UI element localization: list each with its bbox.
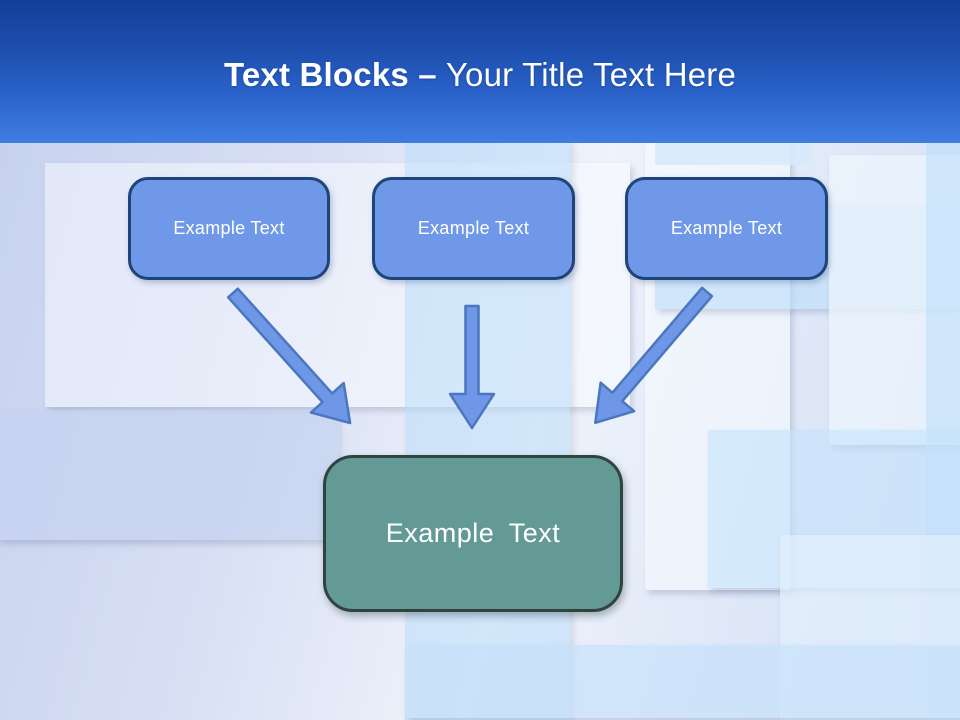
title-topic: Text Blocks – — [223, 55, 437, 93]
title-subtitle: Your Title Text Here — [445, 55, 737, 93]
text-block-3[interactable]: Example Text — [625, 177, 828, 280]
text-block-1[interactable]: Example Text — [128, 177, 330, 280]
text-block-target[interactable]: Example Text — [323, 455, 623, 612]
arrow-diagonal-down-left-icon[interactable] — [579, 278, 724, 437]
background-tile — [655, 143, 810, 165]
text-block-3-label: Example Text — [670, 218, 783, 238]
arrows-layer — [217, 278, 724, 437]
arrow-down-icon[interactable] — [448, 304, 496, 430]
slide-title: Text Blocks –Your Title Text Here — [224, 50, 736, 94]
slide-content: Example Text Example Text Example Text E… — [0, 143, 960, 720]
background-tile — [405, 645, 960, 718]
slide-header: Text Blocks –Your Title Text Here — [0, 0, 960, 143]
text-block-2[interactable]: Example Text — [372, 177, 575, 280]
text-block-1-label: Example Text — [173, 218, 285, 238]
arrow-diagonal-down-right-icon[interactable] — [217, 278, 367, 437]
text-block-target-label: Example Text — [385, 518, 561, 548]
background-tile — [0, 410, 340, 540]
text-block-2-label: Example Text — [417, 218, 530, 238]
